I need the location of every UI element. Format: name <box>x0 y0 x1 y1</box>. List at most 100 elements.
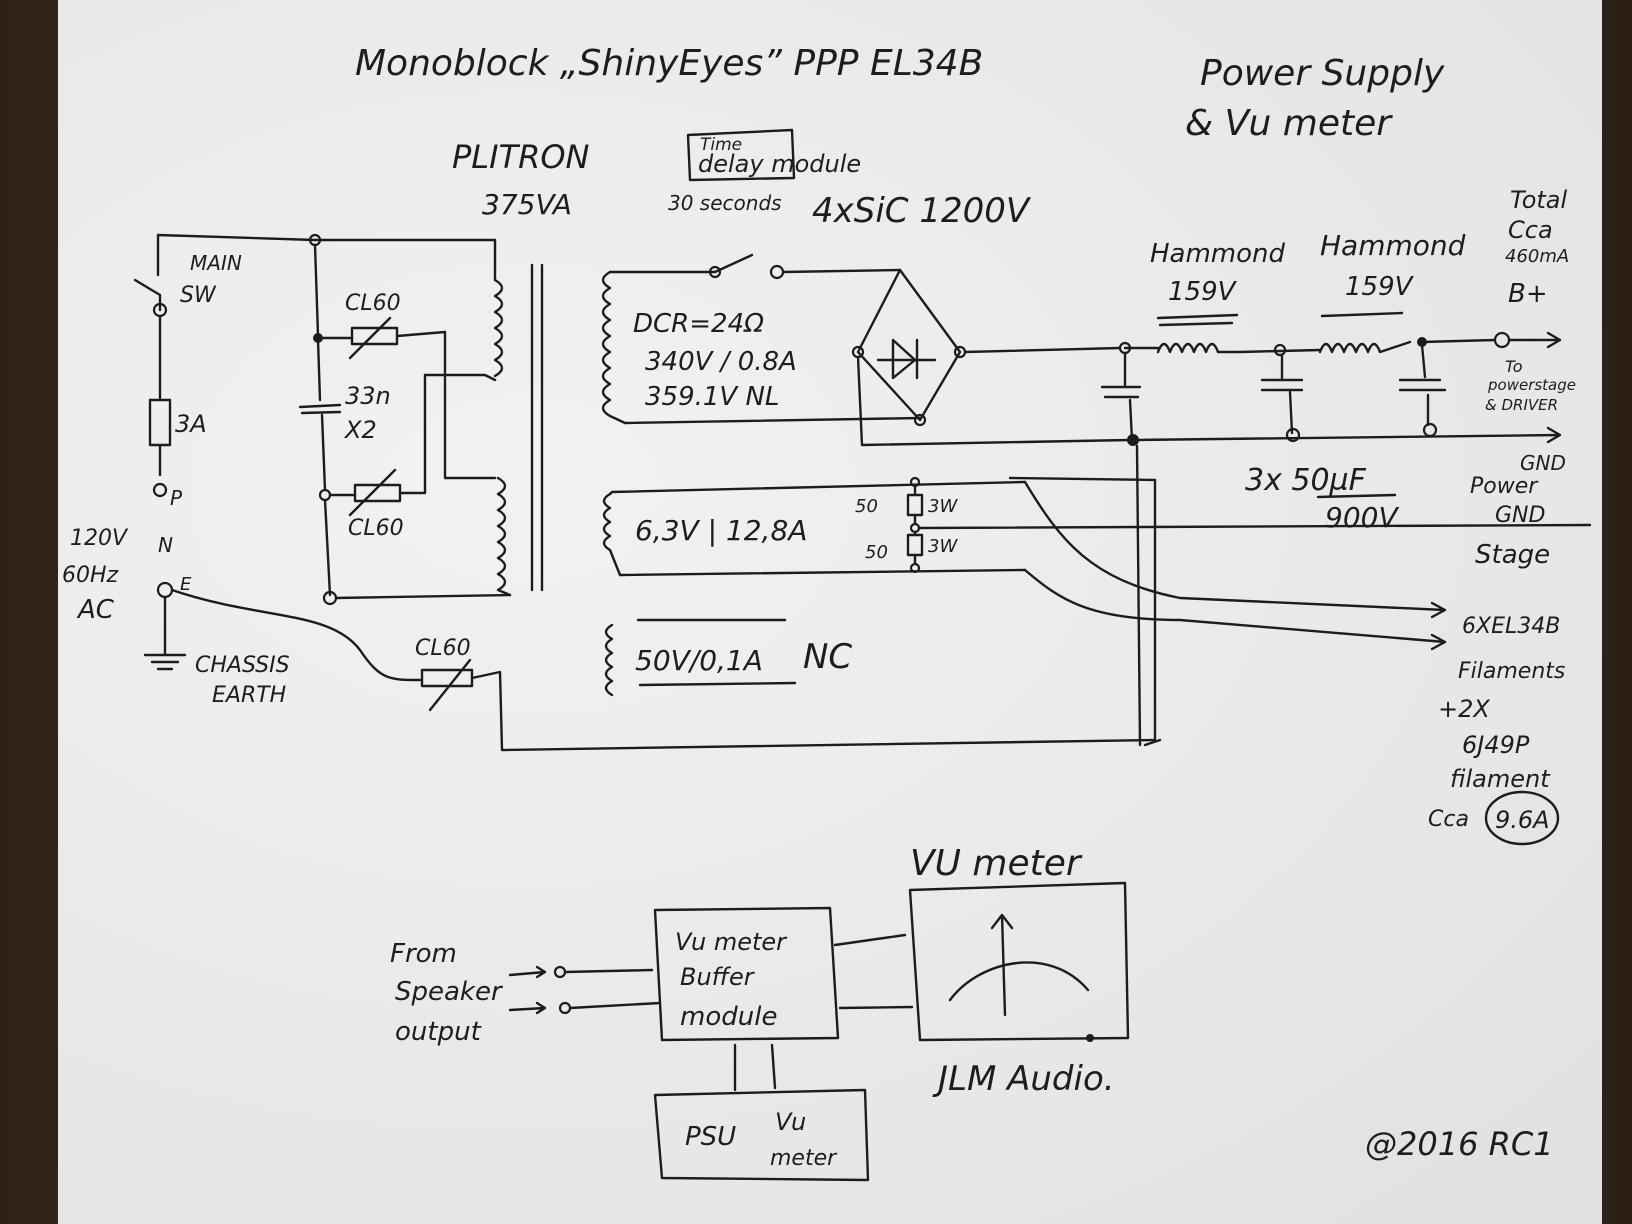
gnd-output-2: Power <box>1470 474 1539 499</box>
transformer-brand: PLITRON <box>452 138 590 176</box>
vu-meter-title: VU meter <box>910 843 1083 884</box>
mains-wiring <box>133 233 317 657</box>
bridge-rectifier <box>851 268 1132 447</box>
time-delay-label-2: delay module <box>698 150 861 178</box>
total-label-3: 460mA <box>1505 246 1569 267</box>
time-delay-module-box <box>686 128 796 182</box>
transformer-rating: 375VA <box>482 188 572 221</box>
filter-caps-2: 900V <box>1325 501 1399 534</box>
filter-caps-divider <box>1316 493 1397 499</box>
filament-output-6: Cca <box>1428 807 1469 832</box>
vu-buffer-label-2: Buffer <box>680 963 756 991</box>
heater-r1-value: 50 <box>855 496 878 517</box>
chassis-earth-1: CHASSIS <box>195 653 290 678</box>
vu-source-3: output <box>395 1017 482 1047</box>
time-delay-duration: 30 seconds <box>668 191 782 215</box>
title-subtitle-2: & Vu meter <box>1185 103 1393 144</box>
vu-meter-box <box>908 881 1130 1042</box>
vu-source-1: From <box>390 939 457 969</box>
hv-output-2: powerstage <box>1487 376 1576 394</box>
primary-winding-1 <box>493 278 504 378</box>
total-label-1: Total <box>1510 186 1567 214</box>
gnd-output-4: Stage <box>1475 540 1550 570</box>
hv-output-1: To <box>1505 357 1523 376</box>
earth-wire <box>170 588 422 682</box>
hv-dcr: DCR=24Ω <box>633 309 764 339</box>
hv-no-load: 359.1V NL <box>645 382 779 412</box>
mains-input-2: 60Hz <box>62 563 119 588</box>
ground-bus <box>1131 426 1562 747</box>
fuse-symbol <box>148 398 172 447</box>
heater-secondary-winding <box>602 480 1027 577</box>
chassis-earth-2: EARTH <box>212 683 286 708</box>
total-label-4: B+ <box>1508 279 1548 309</box>
vu-source-2: Speaker <box>395 977 504 1007</box>
heater-r2-power: 3W <box>928 536 958 557</box>
choke2-label-1: Hammond <box>1320 229 1466 262</box>
filter-caps-1: 3x 50µF <box>1245 463 1367 498</box>
vu-meter-brand: JLM Audio. <box>932 1059 1115 1099</box>
terminal-e: E <box>180 574 192 595</box>
filament-output-5: filament <box>1450 765 1551 793</box>
x2-cap-class: X2 <box>343 416 377 444</box>
total-label-2: Cca <box>1508 216 1553 244</box>
hv-rating: 340V / 0.8A <box>645 347 797 377</box>
vu-input-terminals <box>508 965 662 1015</box>
time-delay-switch <box>708 253 902 280</box>
filament-wires <box>1023 480 1447 747</box>
choke1-label-1: Hammond <box>1150 239 1286 269</box>
heater-rating: 6,3V | 12,8A <box>635 514 807 547</box>
b-plus-output <box>1420 331 1562 349</box>
bias-nc: NC <box>803 637 852 677</box>
psu-vu-label-1: PSU <box>685 1122 736 1152</box>
ntc-earth-label: CL60 <box>415 636 471 661</box>
psu-vu-connection <box>733 1043 777 1092</box>
cap-1 <box>1100 341 1142 446</box>
gnd-output-3: GND <box>1495 503 1545 528</box>
ntc-earth-symbol <box>420 476 1157 752</box>
mains-input-3: AC <box>76 595 115 625</box>
ntc-bottom-label: CL60 <box>348 516 404 541</box>
vu-buffer-label-3: module <box>680 1002 777 1032</box>
choke-2 <box>1318 311 1412 354</box>
primary-winding-2 <box>496 476 512 597</box>
ntc-top-label: CL60 <box>345 291 401 316</box>
bias-rating: 50V/0,1A <box>635 644 763 677</box>
filament-current-circle <box>1484 790 1560 846</box>
filament-output-4: 6J49P <box>1462 731 1530 759</box>
primary-wiring <box>298 233 512 606</box>
title-subtitle-1: Power Supply <box>1200 53 1445 94</box>
main-switch-label-2: SW <box>180 283 217 308</box>
heater-r1-power: 3W <box>928 496 958 517</box>
heater-r2-value: 50 <box>865 542 888 563</box>
vu-buffer-label-1: Vu meter <box>675 928 788 956</box>
rectifier-label: 4xSiC 1200V <box>812 191 1032 231</box>
psu-vu-label-3: meter <box>770 1146 838 1171</box>
mains-input-1: 120V <box>70 526 129 551</box>
hv-secondary-winding <box>601 270 922 425</box>
terminal-p: P <box>170 486 183 510</box>
title-main: Monoblock „ShinyEyes” PPP EL34B <box>355 43 983 84</box>
cap-2 <box>1238 343 1322 443</box>
filament-output-1: 6XEL34B <box>1462 614 1560 639</box>
filament-current: 9.6A <box>1495 806 1550 834</box>
vu-buffer-module-box <box>653 906 914 1042</box>
filament-output-2: Filaments <box>1458 659 1565 684</box>
gnd-output-1: GND <box>1520 451 1566 475</box>
filament-output-3: +2X <box>1438 695 1490 723</box>
psu-vu-label-2: Vu <box>775 1108 806 1136</box>
copyright: @2016 RC1 <box>1365 1125 1554 1163</box>
cap-3 <box>1398 337 1447 438</box>
ntc-top-symbol <box>348 316 399 360</box>
choke2-label-2: 159V <box>1345 272 1415 302</box>
hv-output-3: & DRIVER <box>1485 396 1558 414</box>
chassis-earth-symbol <box>143 653 187 671</box>
choke-1 <box>1123 313 1242 354</box>
time-delay-label-1: Time <box>700 135 742 155</box>
psu-vu-meter-box <box>653 1088 870 1182</box>
ntc-bottom-symbol <box>348 468 402 517</box>
bias-secondary-winding <box>604 618 797 697</box>
main-switch-label-1: MAIN <box>190 251 242 275</box>
x2-cap-value: 33n <box>345 382 391 410</box>
